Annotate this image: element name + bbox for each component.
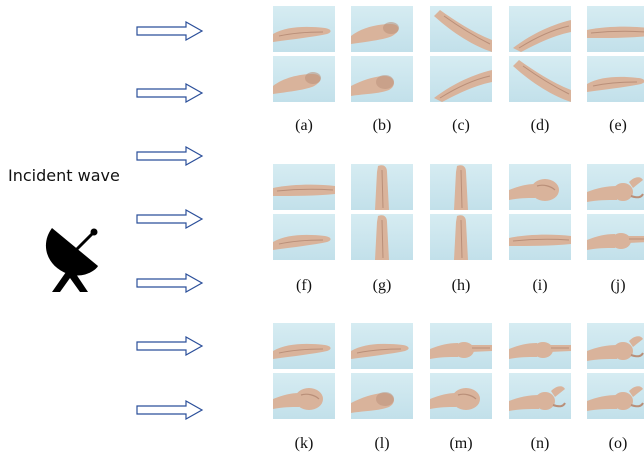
gesture-cell: [587, 323, 644, 419]
gesture-caption: (b): [372, 117, 392, 134]
hand-gesture-photo: [430, 6, 492, 52]
gesture-cell: [430, 164, 492, 260]
hand-gesture-photo: [509, 164, 571, 210]
gesture-cell: [509, 6, 571, 102]
satellite-dish-icon: [45, 228, 98, 292]
gesture-caption: (l): [374, 435, 390, 452]
hand-gesture-photo: [273, 214, 335, 260]
hand-gesture-photo: [430, 214, 492, 260]
gesture-cell: [351, 323, 413, 419]
hollow-right-arrow-icon: [136, 209, 204, 229]
hand-gesture-photo: [273, 373, 335, 419]
hand-gesture-photo: [509, 323, 571, 369]
hand-gesture-photo: [587, 164, 644, 210]
hand-gesture-photo: [587, 373, 644, 419]
hand-gesture-photo: [351, 373, 413, 419]
hollow-right-arrow-icon: [136, 21, 204, 41]
hand-gesture-photo: [273, 56, 335, 102]
hand-gesture-photo: [509, 373, 571, 419]
gesture-caption: (m): [449, 435, 473, 452]
gesture-cell: [351, 6, 413, 102]
hand-gesture-photo: [587, 323, 644, 369]
gesture-cell: [273, 323, 335, 419]
gesture-caption: (f): [296, 277, 312, 294]
hand-gesture-photo: [351, 164, 413, 210]
gesture-caption: (c): [452, 117, 470, 134]
gesture-caption: (g): [372, 277, 392, 294]
gesture-cell: [351, 164, 413, 260]
hollow-right-arrow-icon: [136, 400, 204, 420]
hand-gesture-photo: [587, 6, 644, 52]
hand-gesture-photo: [273, 164, 335, 210]
hand-gesture-photo: [430, 373, 492, 419]
hollow-right-arrow-icon: [136, 83, 204, 103]
hand-gesture-photo: [273, 323, 335, 369]
gesture-cell: [430, 6, 492, 102]
incident-wave-label: Incident wave: [8, 166, 120, 185]
gesture-caption: (d): [530, 117, 550, 134]
hand-gesture-photo: [351, 214, 413, 260]
gesture-caption: (n): [530, 435, 550, 452]
hand-gesture-photo: [351, 6, 413, 52]
gesture-cell: [587, 164, 644, 260]
gesture-caption: (e): [609, 117, 627, 134]
hand-gesture-photo: [430, 164, 492, 210]
gesture-cell: [587, 6, 644, 102]
hand-gesture-photo: [587, 214, 644, 260]
gesture-cell: [430, 323, 492, 419]
gesture-caption: (i): [532, 277, 548, 294]
hand-gesture-photo: [351, 323, 413, 369]
hand-gesture-photo: [509, 214, 571, 260]
gesture-caption: (j): [610, 277, 626, 294]
gesture-caption: (k): [294, 435, 314, 452]
hollow-right-arrow-icon: [136, 336, 204, 356]
hand-gesture-photo: [587, 56, 644, 102]
hand-gesture-photo: [430, 323, 492, 369]
gesture-cell: [509, 164, 571, 260]
hollow-right-arrow-icon: [136, 273, 204, 293]
gesture-cell: [273, 6, 335, 102]
gesture-caption: (a): [295, 117, 313, 134]
hollow-right-arrow-icon: [136, 146, 204, 166]
hand-gesture-photo: [430, 56, 492, 102]
gesture-cell: [509, 323, 571, 419]
gesture-caption: (o): [608, 435, 628, 452]
hand-gesture-photo: [509, 6, 571, 52]
hand-gesture-photo: [273, 6, 335, 52]
hand-gesture-photo: [509, 56, 571, 102]
gesture-caption: (h): [451, 277, 471, 294]
gesture-cell: [273, 164, 335, 260]
hand-gesture-photo: [351, 56, 413, 102]
